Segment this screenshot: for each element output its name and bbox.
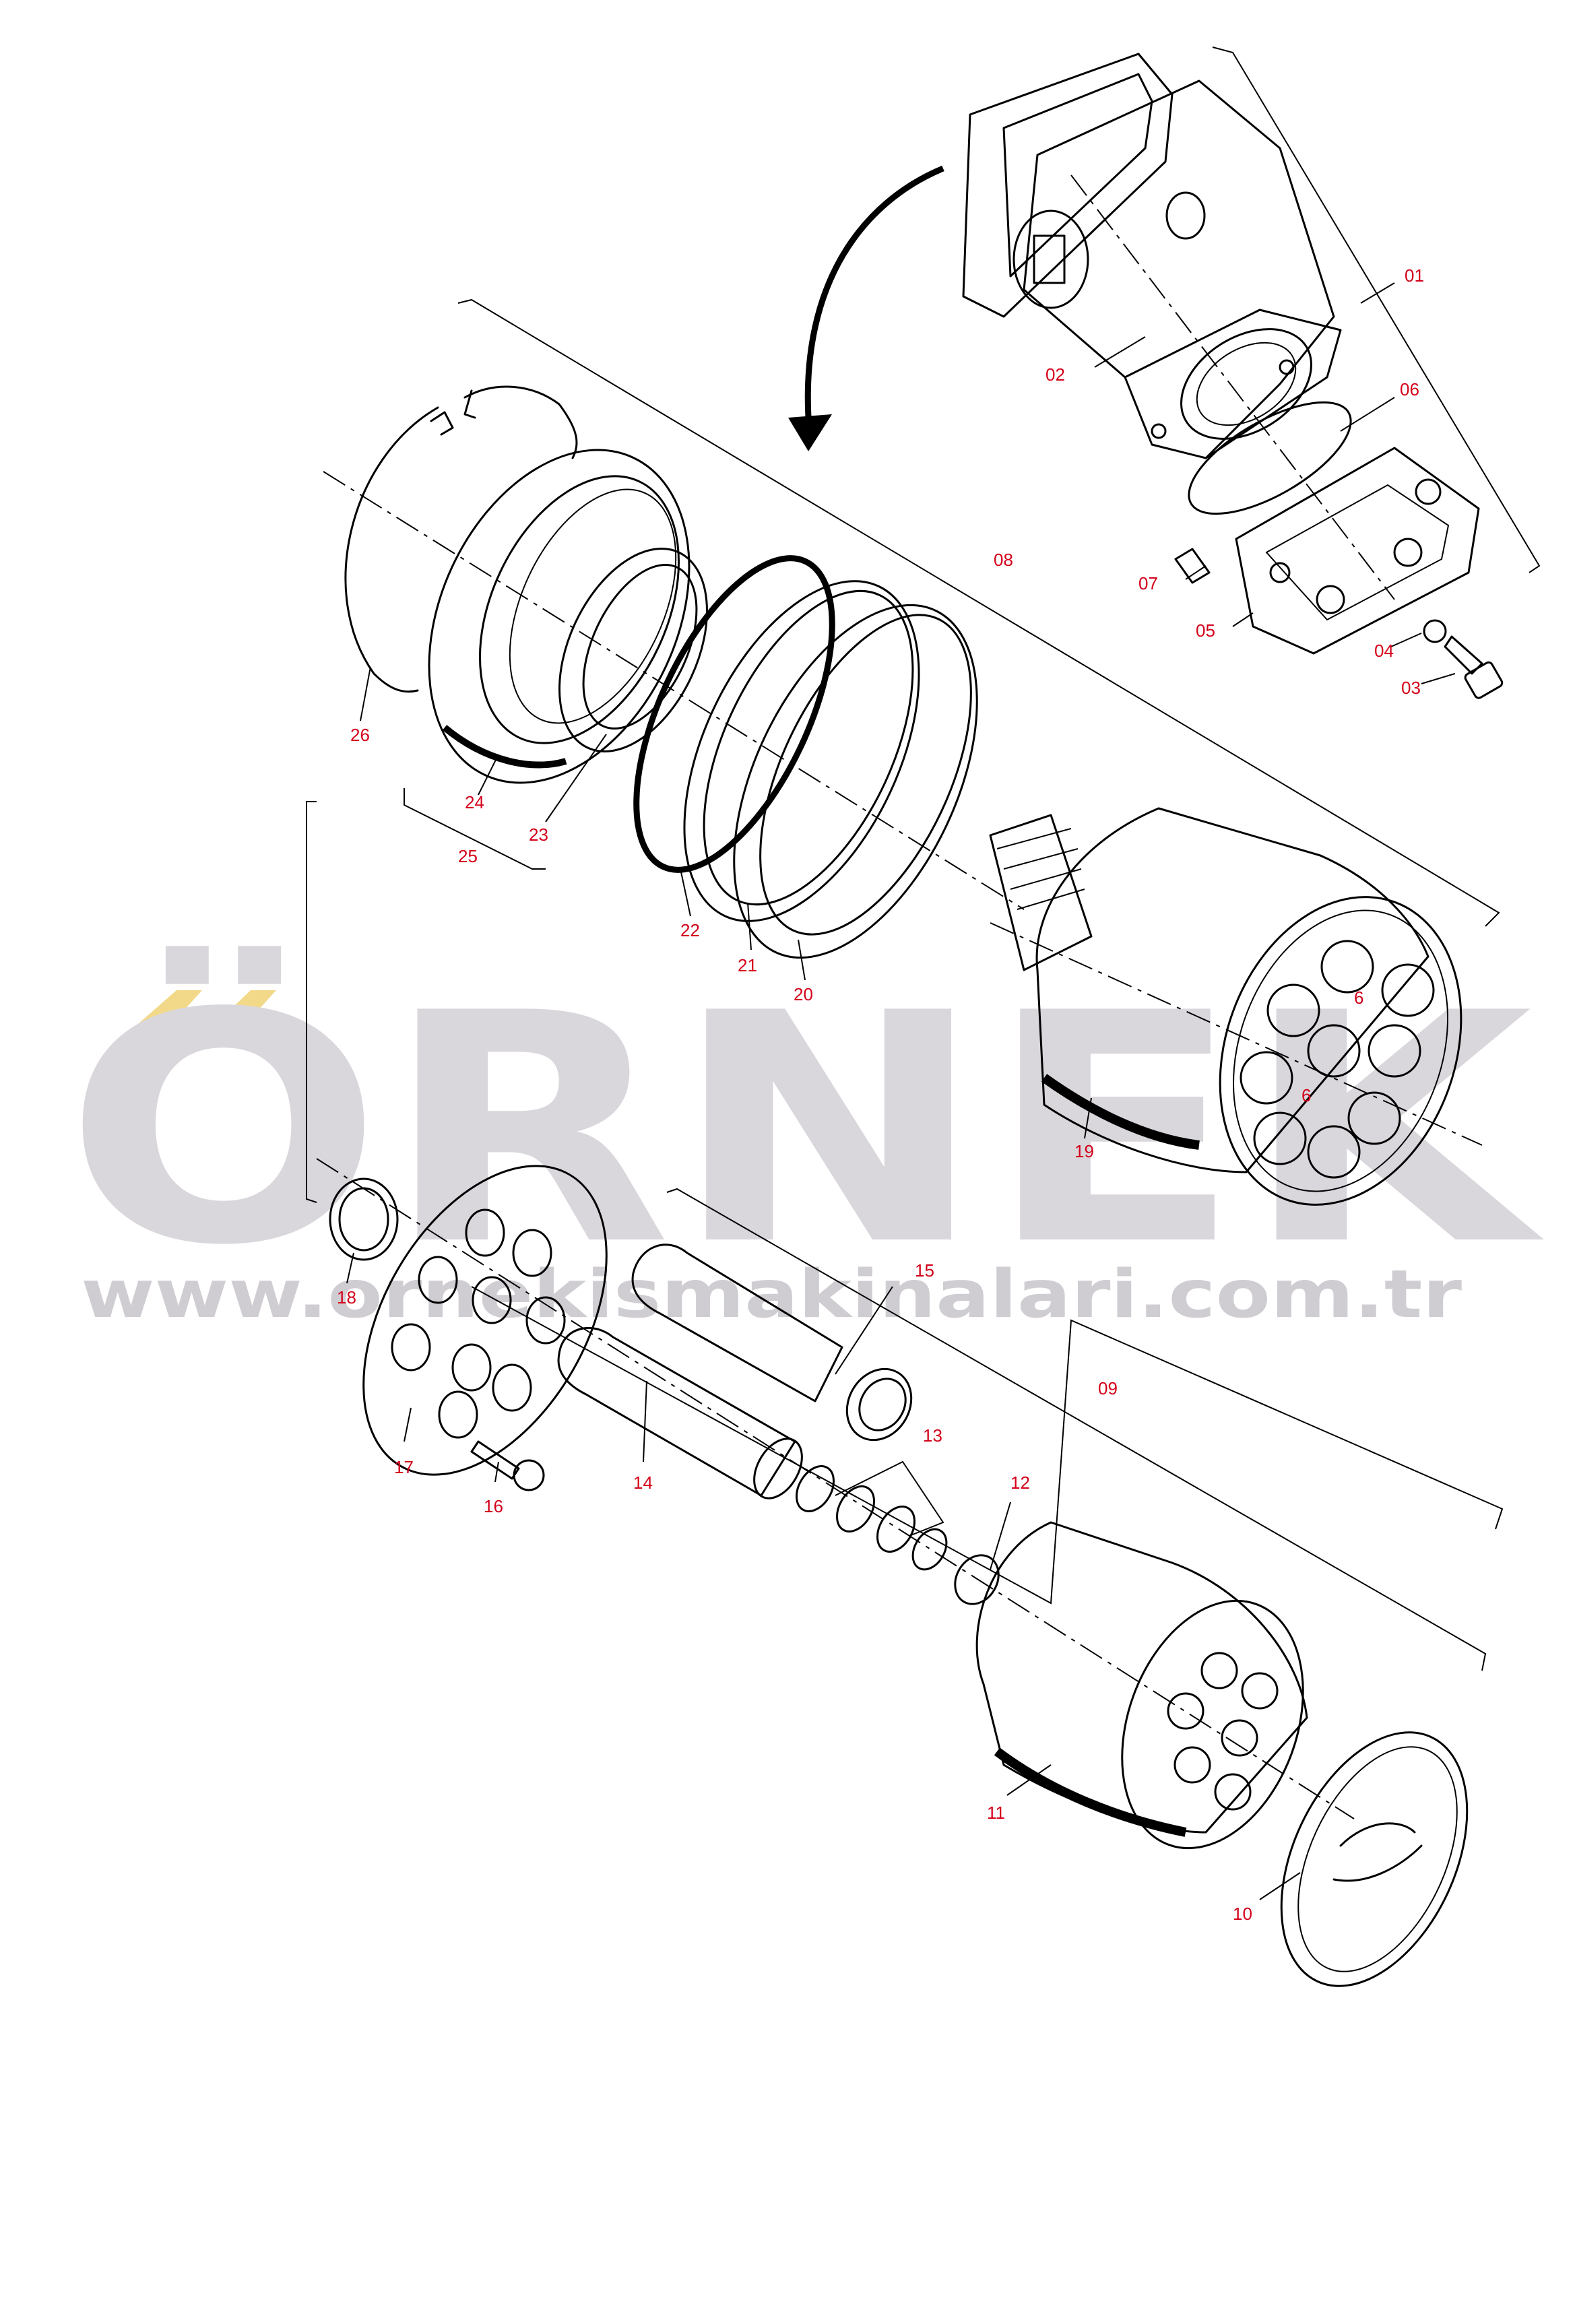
- watermark-brand: ÖRNEK: [64, 942, 1547, 1314]
- label-26: 26: [350, 725, 370, 745]
- center-axes: [316, 174, 1483, 1819]
- label-02: 02: [1046, 364, 1065, 385]
- label-22: 22: [680, 920, 700, 940]
- label-6b: 6: [1301, 1085, 1311, 1105]
- piston-15: [631, 1244, 843, 1402]
- retaining-ring-26: [344, 385, 578, 693]
- label-14: 14: [633, 1473, 653, 1493]
- label-13: 13: [923, 1425, 942, 1446]
- label-25: 25: [458, 846, 478, 866]
- label-12: 12: [1010, 1473, 1030, 1493]
- seal-21: [683, 580, 920, 922]
- assembly-arrow: [788, 165, 944, 451]
- pin-07: [1174, 548, 1211, 584]
- label-23: 23: [529, 825, 548, 845]
- label-04: 04: [1374, 641, 1394, 661]
- assembly-brackets: [306, 46, 1541, 1671]
- seal-20: [733, 604, 978, 959]
- label-09: 09: [1098, 1378, 1118, 1398]
- screw-03: [1444, 635, 1504, 699]
- label-6a: 6: [1354, 988, 1363, 1008]
- screw-16: [470, 1440, 545, 1491]
- label-10: 10: [1233, 1904, 1252, 1924]
- valve-plate-10: [1280, 1731, 1469, 1987]
- part-labels: 01 02 06 07 05 04 03 08 26 24 25 23 22 2…: [337, 265, 1424, 1924]
- retainer-plate-17: [362, 1165, 608, 1476]
- label-07: 07: [1138, 573, 1158, 593]
- label-06: 06: [1400, 379, 1419, 399]
- piston-14: [557, 1326, 803, 1499]
- o-ring-06: [1188, 401, 1352, 515]
- label-08: 08: [994, 550, 1013, 570]
- ring-13: [845, 1367, 913, 1442]
- drive-shaft-19: [989, 807, 1462, 1206]
- cylinder-block-11: [975, 1521, 1308, 1850]
- label-15: 15: [915, 1260, 934, 1281]
- label-18: 18: [337, 1287, 356, 1308]
- bearing-23: [558, 548, 708, 752]
- watermark-url: www.ornekismakinalari.com.tr: [81, 1256, 1462, 1333]
- label-17: 17: [394, 1457, 414, 1477]
- washer-04: [1423, 619, 1447, 643]
- label-20: 20: [794, 984, 813, 1004]
- label-11: 11: [987, 1803, 1005, 1823]
- label-21: 21: [738, 955, 757, 975]
- watermark-umlaut-right: [216, 990, 276, 1024]
- watermark: ÖRNEK www.ornekismakinalari.com.tr: [64, 942, 1547, 1333]
- label-19: 19: [1074, 1141, 1094, 1161]
- ring-18: [329, 1177, 399, 1261]
- label-01: 01: [1405, 265, 1424, 286]
- label-03: 03: [1401, 678, 1421, 698]
- bearing-housing-24: [428, 449, 690, 784]
- watermark-umlaut-left: [138, 990, 202, 1024]
- port-plate-05: [1235, 447, 1480, 655]
- label-16: 16: [484, 1496, 503, 1516]
- motor-housing: [962, 53, 1342, 459]
- o-ring-22: [633, 555, 835, 873]
- leader-lines: [346, 282, 1456, 1900]
- label-24: 24: [465, 792, 484, 812]
- spring-washers: [796, 1460, 1000, 1605]
- label-05: 05: [1196, 620, 1215, 641]
